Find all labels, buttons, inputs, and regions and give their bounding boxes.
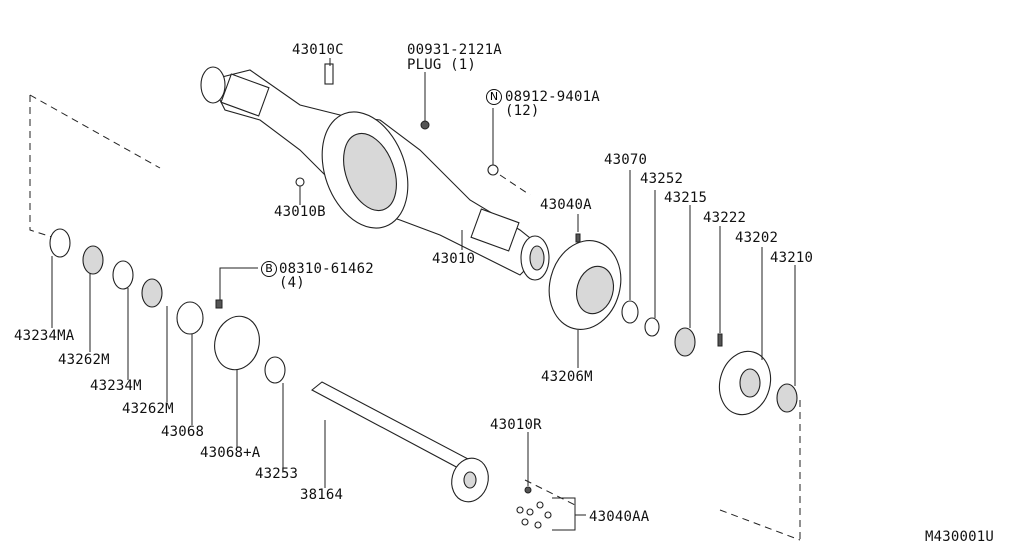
assembly-line-left-top — [29, 95, 56, 239]
ring-43253 — [264, 356, 286, 384]
b-symbol: B — [261, 261, 277, 277]
assembly-line-bottom-diag — [524, 479, 576, 506]
drawing-id: M430001U — [925, 529, 995, 545]
label-08912-part: 08912-9401A — [505, 89, 600, 105]
n-symbol: N — [486, 89, 502, 105]
race-43262M-b — [141, 278, 163, 308]
seal-43070 — [621, 300, 639, 324]
assembly-line-bottom — [719, 509, 801, 541]
label-43040A: 43040A — [540, 197, 592, 213]
label-43070: 43070 — [604, 152, 648, 168]
label-43252: 43252 — [640, 171, 684, 187]
bearing-43215 — [674, 327, 696, 357]
plate-43068A — [214, 315, 260, 371]
hub-43202 — [718, 350, 772, 416]
label-43206M: 43206M — [541, 369, 593, 385]
plug-00931 — [420, 120, 430, 130]
label-00931-note: PLUG (1) — [407, 57, 477, 73]
brake-drum-43206M — [548, 240, 622, 330]
nut-08912 — [487, 164, 499, 176]
label-38164: 38164 — [300, 487, 344, 503]
label-43010R: 43010R — [490, 417, 542, 433]
axle-housing — [200, 66, 550, 281]
label-08912-qty: (12) — [505, 103, 540, 119]
label-43222: 43222 — [703, 210, 747, 226]
label-43253: 43253 — [255, 466, 299, 482]
label-43202: 43202 — [735, 230, 779, 246]
label-43215: 43215 — [664, 190, 708, 206]
cage-43234M — [112, 260, 134, 290]
label-43210: 43210 — [770, 250, 814, 266]
bolt-set-43040AA — [516, 486, 552, 529]
label-43010: 43010 — [432, 251, 476, 267]
bearing-43068 — [176, 301, 204, 335]
label-08310-qty: (4) — [279, 275, 305, 291]
label-43040AA: 43040AA — [589, 509, 650, 525]
label-08310-part: 08310-61462 — [279, 261, 374, 277]
race-43262M-a — [82, 245, 104, 275]
ring-43252 — [644, 317, 660, 337]
bearing-43210 — [776, 383, 798, 413]
label-43068A: 43068+A — [200, 445, 261, 461]
axle-shaft-38164 — [311, 381, 489, 503]
cage-43234MA — [49, 228, 71, 258]
label-43234M: 43234M — [90, 378, 142, 394]
assembly-line-axle — [499, 174, 531, 196]
label-43068: 43068 — [161, 424, 205, 440]
label-43262M-b: 43262M — [122, 401, 174, 417]
label-00931-part: 00931-2121A — [407, 42, 502, 58]
label-43010B: 43010B — [274, 204, 326, 220]
label-43234MA: 43234MA — [14, 328, 75, 344]
bolt-43010B — [295, 177, 305, 187]
assembly-line-left-diag — [29, 94, 161, 169]
leader-08310 — [219, 267, 258, 300]
leader-43040AA — [552, 497, 576, 531]
bolt-08310 — [215, 299, 223, 309]
stud-43222 — [717, 333, 723, 347]
breather-43010C — [324, 63, 334, 85]
bolt-43040A — [575, 233, 581, 243]
label-43262M-a: 43262M — [58, 352, 110, 368]
label-43010C: 43010C — [292, 42, 344, 58]
